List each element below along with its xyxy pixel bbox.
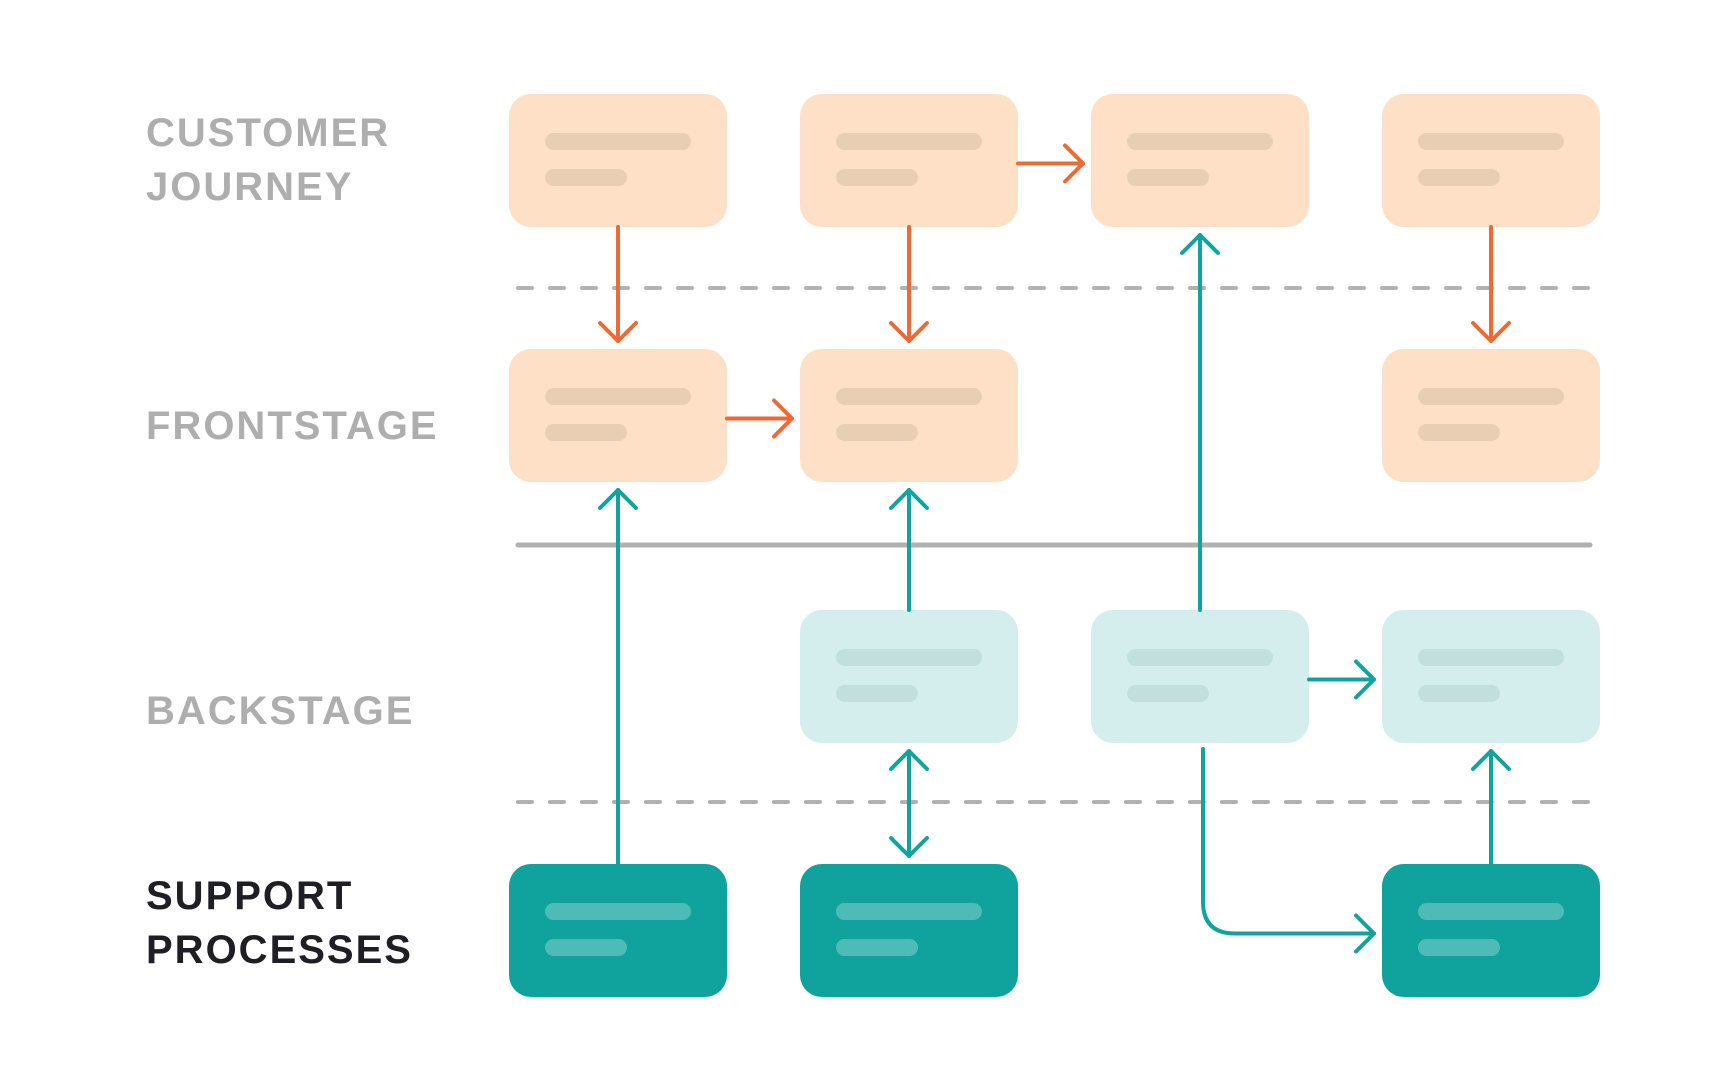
arrowhead (889, 321, 929, 343)
connector-sp-4-to-bs-4 (1471, 749, 1511, 866)
card-text-line-short (545, 424, 627, 441)
card-text-line (1127, 649, 1273, 666)
card-text-line-short (1418, 424, 1500, 441)
lane-label-frontstage: FRONTSTAGE (146, 404, 439, 448)
card-bs-2 (800, 610, 1018, 743)
card-text-line (545, 388, 691, 405)
card-text-line-short (1127, 169, 1209, 186)
connector-fs-1-to-fs-2 (725, 398, 794, 439)
connector-cj-2-to-cj-3 (1016, 143, 1085, 184)
card-text-line (1418, 649, 1564, 666)
card-body (509, 349, 727, 482)
card-cj-4 (1382, 94, 1600, 227)
card-text-line-short (1418, 939, 1500, 956)
arrowhead (772, 398, 794, 439)
arrowhead (598, 488, 638, 510)
card-cj-2 (800, 94, 1018, 227)
card-text-line-short (545, 939, 627, 956)
arrowhead (889, 836, 929, 858)
connector-bs-2-to-fs-2 (889, 488, 929, 612)
connector-sp-1-to-fs-1 (598, 488, 638, 866)
card-body (800, 864, 1018, 997)
arrowhead (889, 749, 929, 771)
arrowhead (1471, 321, 1511, 343)
connector-bs-3-to-cj-3 (1180, 233, 1220, 612)
card-text-line-short (1418, 685, 1500, 702)
card-body (800, 610, 1018, 743)
card-text-line (1418, 133, 1564, 150)
card-body (800, 94, 1018, 227)
arrowhead (1471, 749, 1511, 771)
card-body (1091, 94, 1309, 227)
card-text-line (545, 903, 691, 920)
card-sp-4 (1382, 864, 1600, 997)
card-body (509, 94, 727, 227)
card-fs-4 (1382, 349, 1600, 482)
card-text-line (1418, 903, 1564, 920)
card-text-line (1127, 133, 1273, 150)
card-bs-4 (1382, 610, 1600, 743)
arrowhead (1354, 913, 1376, 954)
card-bs-3 (1091, 610, 1309, 743)
card-cj-1 (509, 94, 727, 227)
card-sp-2 (800, 864, 1018, 997)
card-text-line (836, 133, 982, 150)
card-text-line (836, 388, 982, 405)
card-sp-1 (509, 864, 727, 997)
connector-cj-2-to-fs-2 (889, 225, 929, 343)
card-text-line-short (836, 685, 918, 702)
card-text-line-short (836, 169, 918, 186)
card-body (1091, 610, 1309, 743)
card-fs-2 (800, 349, 1018, 482)
card-text-line-short (1418, 169, 1500, 186)
connector-line (1201, 747, 1376, 936)
lane-label-support-processes: SUPPORT PROCESSES (146, 874, 413, 972)
connector-bs-3-to-bs-4 (1307, 659, 1376, 700)
card-text-line-short (1127, 685, 1209, 702)
card-body (1382, 610, 1600, 743)
card-body (1382, 94, 1600, 227)
arrowhead (1063, 143, 1085, 184)
card-text-line (1418, 388, 1564, 405)
card-body (509, 864, 727, 997)
card-text-line-short (836, 424, 918, 441)
card-body (1382, 864, 1600, 997)
card-text-line-short (545, 169, 627, 186)
connector-bs-3-to-sp-4 (1201, 747, 1376, 954)
arrowhead (889, 488, 929, 510)
card-text-line (836, 903, 982, 920)
arrowhead (598, 321, 638, 343)
card-text-line-short (836, 939, 918, 956)
lane-label-backstage: BACKSTAGE (146, 689, 415, 733)
card-body (800, 349, 1018, 482)
connector-cj-1-to-fs-1 (598, 225, 638, 343)
connector-cj-4-to-fs-4 (1471, 225, 1511, 343)
card-cj-3 (1091, 94, 1309, 227)
card-body (1382, 349, 1600, 482)
arrowhead (1354, 659, 1376, 700)
card-fs-1 (509, 349, 727, 482)
connector-bs-2-to-sp-2 (889, 749, 929, 858)
arrowhead (1180, 233, 1220, 255)
card-text-line (836, 649, 982, 666)
lane-label-customer-journey: CUSTOMER JOURNEY (146, 111, 391, 209)
card-text-line (545, 133, 691, 150)
